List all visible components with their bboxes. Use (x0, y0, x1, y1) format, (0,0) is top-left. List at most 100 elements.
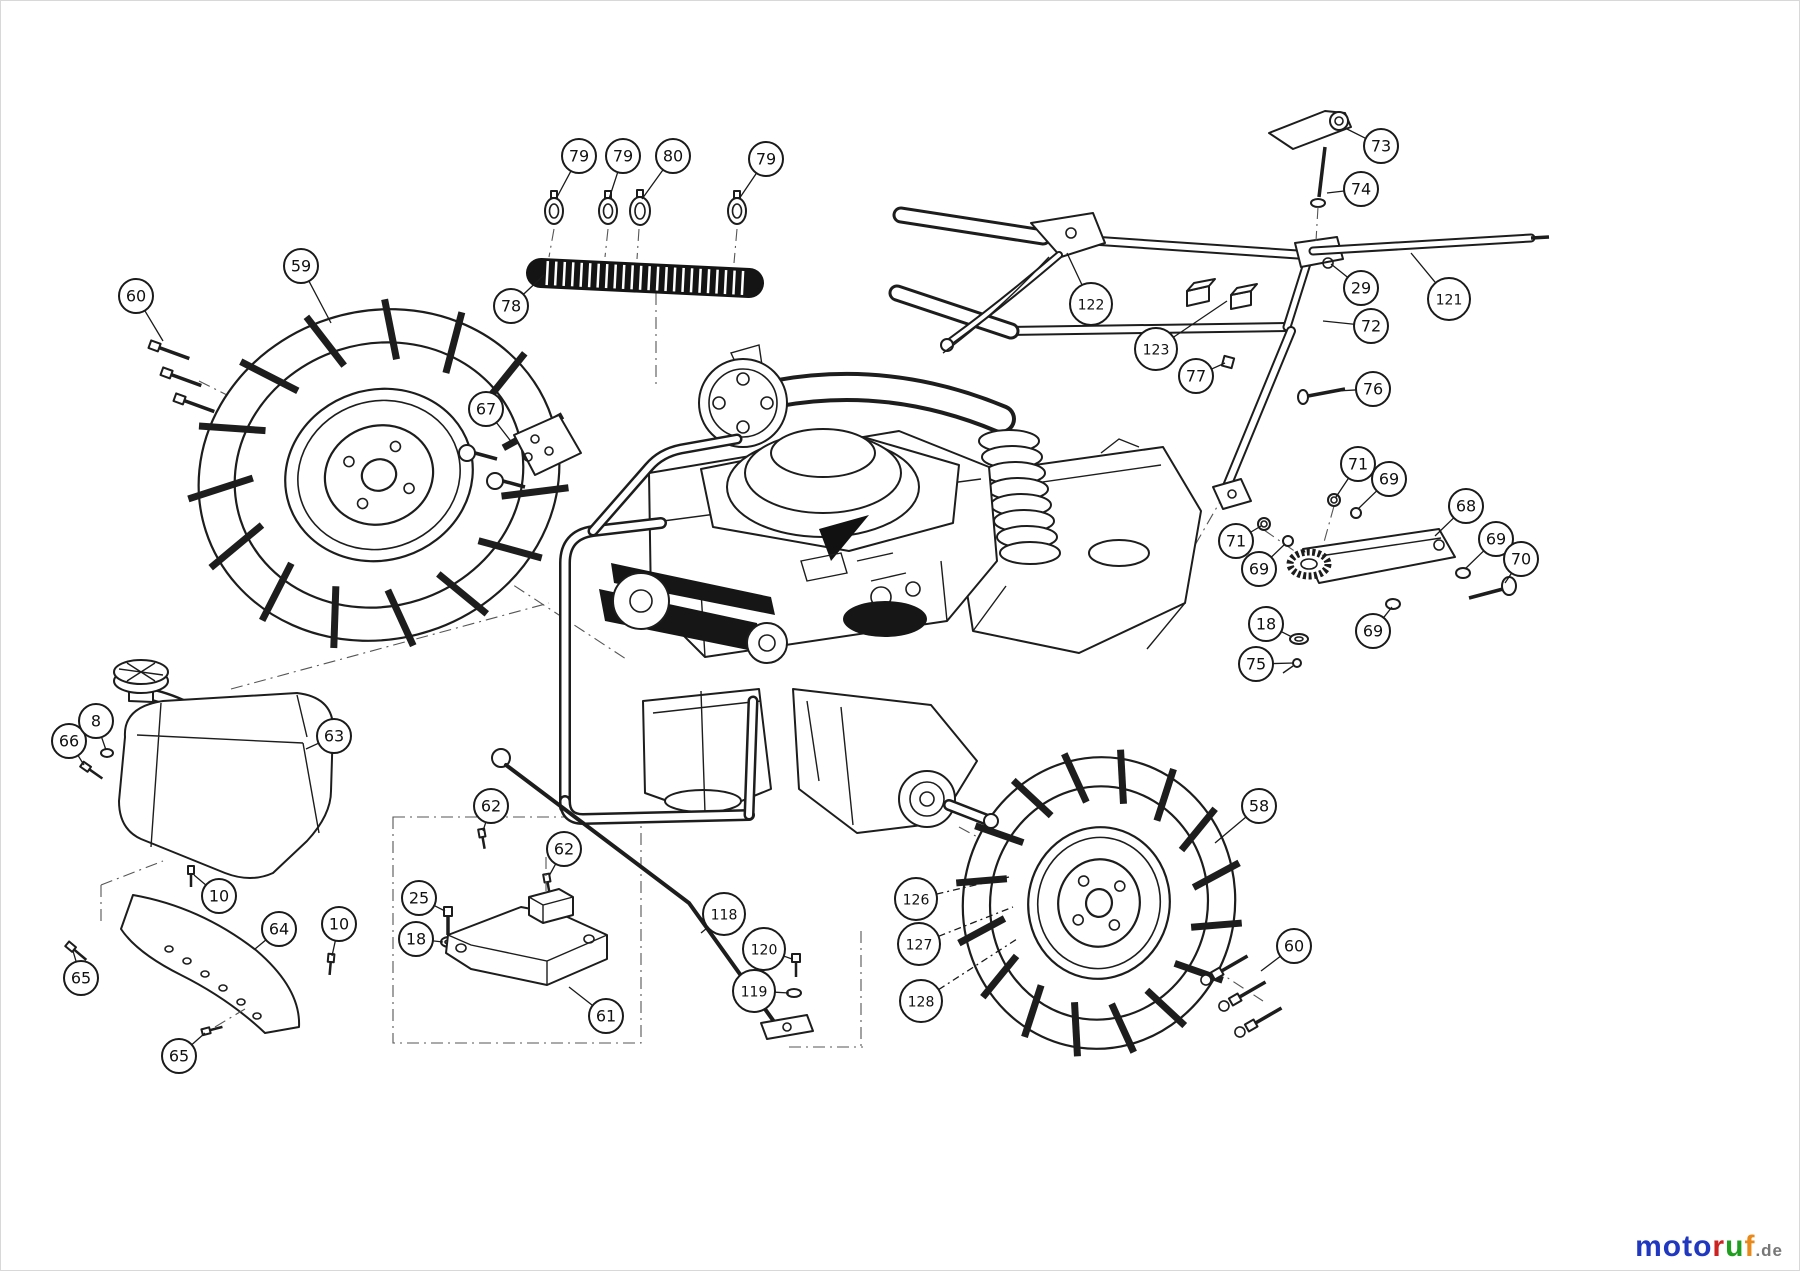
callout-70: 70 (1503, 541, 1539, 584)
callout-10: 10 (321, 906, 357, 957)
svg-text:60: 60 (126, 287, 146, 306)
callout-127: 127 (897, 906, 1014, 966)
svg-text:118: 118 (711, 908, 738, 924)
watermark-letter: u (1725, 1230, 1745, 1263)
svg-text:61: 61 (596, 1007, 616, 1026)
callout-59: 59 (283, 248, 332, 324)
svg-text:69: 69 (1486, 530, 1506, 549)
svg-text:77: 77 (1186, 367, 1206, 386)
svg-text:60: 60 (1284, 937, 1304, 956)
watermark-word: motoruf (1635, 1230, 1755, 1263)
svg-text:18: 18 (1256, 615, 1276, 634)
callout-74: 74 (1326, 171, 1379, 207)
svg-text:79: 79 (613, 147, 633, 166)
svg-text:63: 63 (324, 727, 344, 746)
svg-text:69: 69 (1363, 622, 1383, 641)
svg-text:78: 78 (501, 297, 521, 316)
svg-text:76: 76 (1363, 380, 1383, 399)
callout-123: 123 (1134, 300, 1228, 371)
callout-71: 71 (1335, 446, 1376, 498)
svg-text:67: 67 (476, 400, 496, 419)
callout-75: 75 (1238, 646, 1295, 682)
svg-text:29: 29 (1351, 279, 1371, 298)
callout-29: 29 (1330, 263, 1379, 306)
callout-79: 79 (605, 138, 641, 200)
svg-text:121: 121 (1436, 293, 1463, 309)
svg-text:59: 59 (291, 257, 311, 276)
watermark-letter: m (1635, 1230, 1663, 1263)
callout-80: 80 (641, 138, 691, 200)
callout-61: 61 (568, 986, 624, 1034)
callout-66: 66 (51, 723, 87, 766)
callout-18: 18 (398, 921, 444, 957)
svg-text:119: 119 (741, 985, 768, 1001)
callout-62: 62 (546, 831, 582, 877)
svg-text:62: 62 (481, 797, 501, 816)
fuel-tank (79, 659, 334, 887)
callout-76: 76 (1336, 371, 1391, 407)
svg-text:10: 10 (209, 887, 229, 906)
callout-67: 67 (468, 391, 514, 445)
watermark-logo: motoruf.de (1635, 1230, 1783, 1264)
callout-79: 79 (738, 141, 784, 200)
svg-text:65: 65 (71, 969, 91, 988)
watermark-letter: o (1662, 1230, 1683, 1263)
callout-72: 72 (1322, 308, 1389, 344)
callout-69: 69 (1464, 521, 1514, 570)
svg-text:70: 70 (1511, 550, 1531, 569)
svg-text:69: 69 (1249, 560, 1269, 579)
callout-69: 69 (1355, 606, 1393, 649)
callout-69: 69 (1357, 461, 1407, 510)
watermark-letter: o (1693, 1230, 1713, 1263)
callout-126: 126 (894, 876, 1010, 921)
svg-text:71: 71 (1226, 532, 1246, 551)
svg-text:122: 122 (1078, 298, 1105, 314)
transport-bracket (440, 827, 608, 986)
svg-text:68: 68 (1456, 497, 1476, 516)
callout-63: 63 (305, 718, 352, 754)
callout-10: 10 (193, 874, 237, 914)
callout-120: 120 (742, 927, 793, 971)
callout-69: 69 (1241, 543, 1286, 587)
right-wheel-bolts (1200, 954, 1283, 1038)
callout-64: 64 (254, 911, 297, 950)
svg-text:25: 25 (409, 889, 429, 908)
callout-62: 62 (473, 788, 509, 832)
callout-8: 8 (78, 703, 114, 751)
watermark-letter: t (1682, 1230, 1694, 1263)
svg-text:79: 79 (756, 150, 776, 169)
callout-118: 118 (700, 892, 746, 936)
callout-79: 79 (555, 138, 597, 200)
right-wheel (955, 749, 1243, 1057)
svg-text:80: 80 (663, 147, 683, 166)
depth-stake (64, 860, 336, 1037)
left-wheel-bolts (147, 339, 215, 414)
callout-58: 58 (1214, 788, 1277, 844)
callout-121: 121 (1410, 252, 1471, 321)
corrugated-hose (526, 258, 764, 298)
watermark-letter: f (1744, 1230, 1756, 1263)
svg-text:66: 66 (59, 732, 79, 751)
svg-text:10: 10 (329, 915, 349, 934)
callout-60: 60 (1260, 928, 1312, 972)
svg-text:64: 64 (269, 920, 289, 939)
svg-text:72: 72 (1361, 317, 1381, 336)
svg-text:74: 74 (1351, 180, 1371, 199)
callout-77: 77 (1178, 358, 1226, 394)
callout-60: 60 (118, 278, 164, 342)
callout-71: 71 (1218, 523, 1262, 559)
svg-text:62: 62 (554, 840, 574, 859)
svg-text:65: 65 (169, 1047, 189, 1066)
svg-text:73: 73 (1371, 137, 1391, 156)
svg-text:8: 8 (91, 712, 101, 731)
svg-text:79: 79 (569, 147, 589, 166)
watermark-letter: r (1712, 1230, 1726, 1263)
hose-clamps (544, 189, 747, 226)
svg-text:127: 127 (906, 938, 933, 954)
svg-text:71: 71 (1348, 455, 1368, 474)
callout-119: 119 (732, 969, 790, 1013)
callout-128: 128 (899, 938, 1018, 1023)
